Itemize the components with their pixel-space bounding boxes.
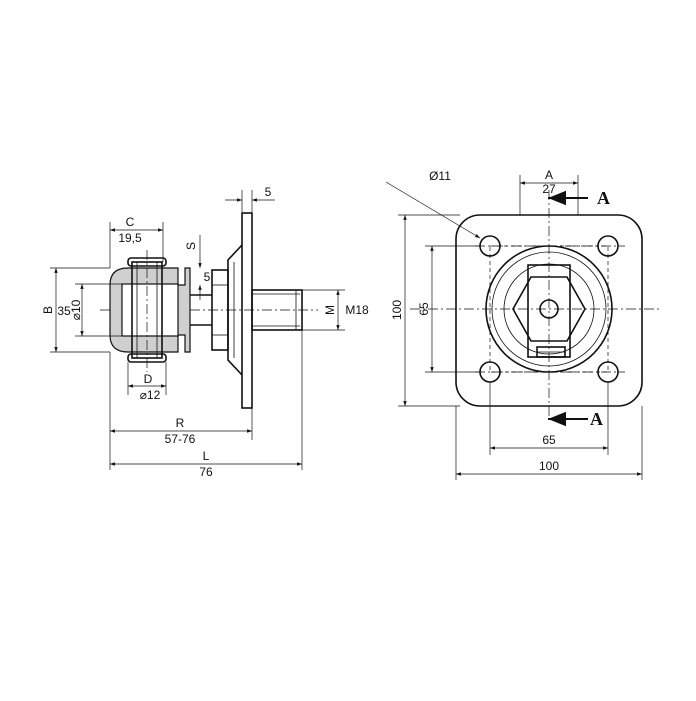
threaded-bolt (251, 289, 303, 331)
dim-height-holes: 65 (417, 302, 431, 316)
dim-A-letter: A (545, 168, 553, 182)
dim-L-letter: L (203, 449, 210, 463)
mounting-plate (241, 212, 253, 409)
dim-D-letter: D (144, 372, 153, 386)
dim-R-value: 57-76 (165, 432, 196, 446)
dim-height-outer: 100 (390, 300, 404, 320)
front-view: Ø11 A 27 A A 100 65 65 100 (385, 168, 660, 480)
dim-R-letter: R (176, 416, 185, 430)
hole-leader (385, 181, 481, 239)
dim-M-value: M18 (345, 303, 369, 317)
dim-C-value: 19,5 (118, 231, 142, 245)
eye-slot (121, 283, 179, 337)
dim-plate-thickness: 5 (265, 185, 272, 199)
dim-width-holes: 65 (542, 433, 556, 447)
dim-width-outer: 100 (539, 459, 559, 473)
dim-B-value: 35 (57, 304, 71, 318)
dim-B-letter: B (41, 306, 55, 314)
section-label-top: A (597, 188, 610, 208)
hex-nut (211, 269, 229, 351)
side-view: 5 C 19,5 S 5 B 35 ⌀10 M M18 D ⌀12 (41, 185, 369, 479)
hole-diameter-label: Ø11 (429, 169, 451, 183)
dim-D-value: ⌀12 (140, 388, 161, 402)
dim-S-value: 5 (204, 270, 211, 284)
dim-pin-diameter: ⌀10 (69, 299, 83, 320)
dim-S-letter: S (184, 242, 198, 250)
dim-M-letter: M (323, 305, 337, 315)
dim-L-value: 76 (199, 465, 213, 479)
dim-A-value: 27 (542, 182, 556, 196)
dim-C-letter: C (126, 215, 135, 229)
section-label-bottom: A (590, 409, 603, 429)
